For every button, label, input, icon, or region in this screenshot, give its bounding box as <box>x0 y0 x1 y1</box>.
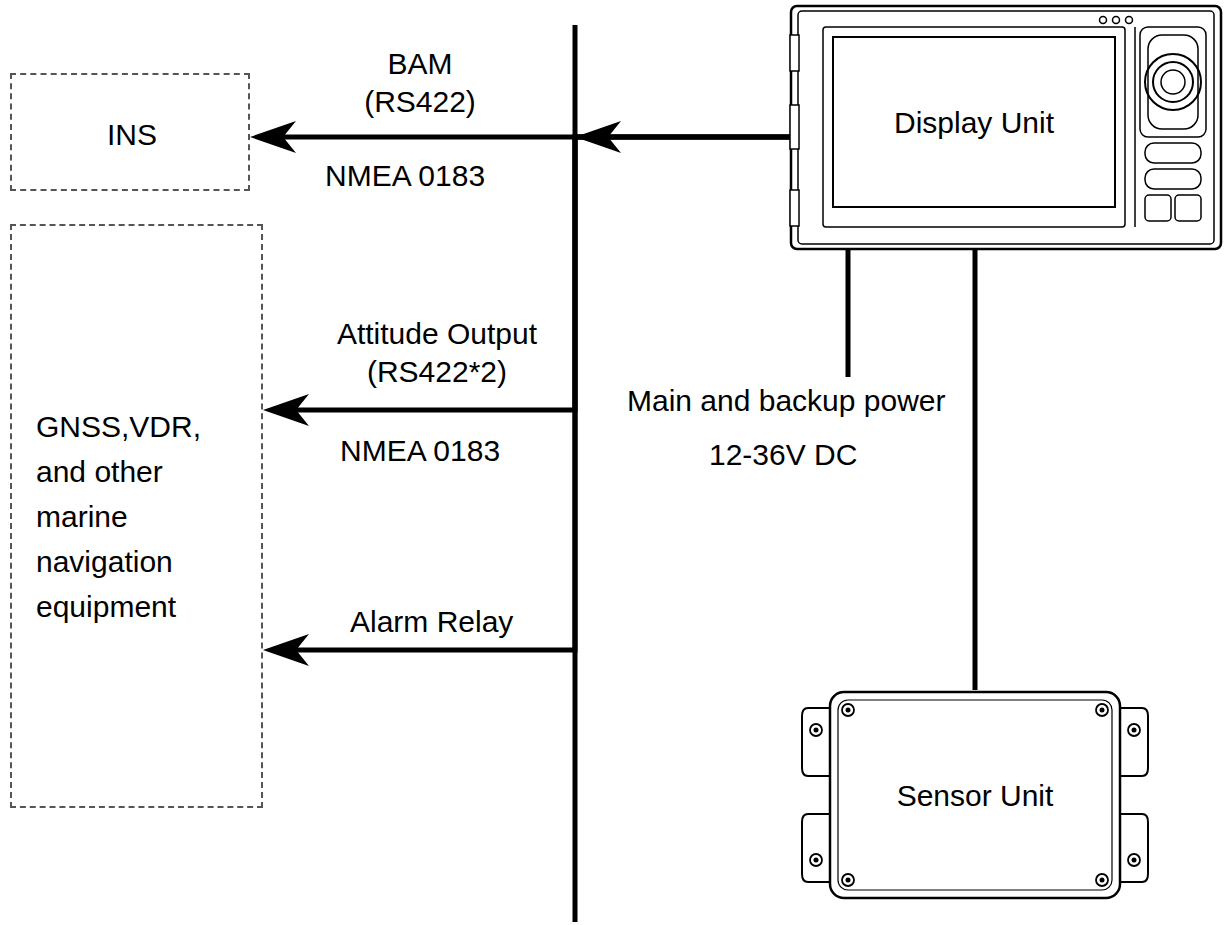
power-wire <box>846 250 851 377</box>
text-area: Sensor Unit <box>830 690 1120 900</box>
node-text: Display Unit <box>894 103 1054 142</box>
node-text: INS <box>107 115 157 154</box>
signal-label: 12-36V DC <box>705 436 861 474</box>
edge-label: BAM (RS422) <box>345 45 495 121</box>
text-area: Display Unit <box>833 37 1115 207</box>
equipment-box: GNSS,VDR, and other marine navigation eq… <box>10 224 263 808</box>
node-text: Sensor Unit <box>897 776 1054 815</box>
arrowhead <box>263 394 309 426</box>
arrowhead <box>263 634 309 666</box>
connector-line <box>295 137 790 410</box>
signal-label: NMEA 0183 <box>321 157 489 195</box>
edge-label: Alarm Relay <box>346 603 517 641</box>
arrowhead <box>250 121 296 153</box>
connector <box>975 250 976 690</box>
signal-label: NMEA 0183 <box>336 432 504 470</box>
connector-line <box>973 250 978 690</box>
node-text: GNSS,VDR, and other marine navigation eq… <box>36 404 257 629</box>
text-area: GNSS,VDR, and other marine navigation eq… <box>36 404 257 629</box>
ins-box: INS <box>10 73 250 191</box>
edge-label: Attitude Output (RS422*2) <box>302 315 572 391</box>
signal-label: Main and backup power <box>623 382 950 420</box>
text-area: INS <box>12 75 252 193</box>
sensor-unit: Sensor Unit <box>800 690 1150 900</box>
display-unit: Display Unit <box>790 5 1222 250</box>
